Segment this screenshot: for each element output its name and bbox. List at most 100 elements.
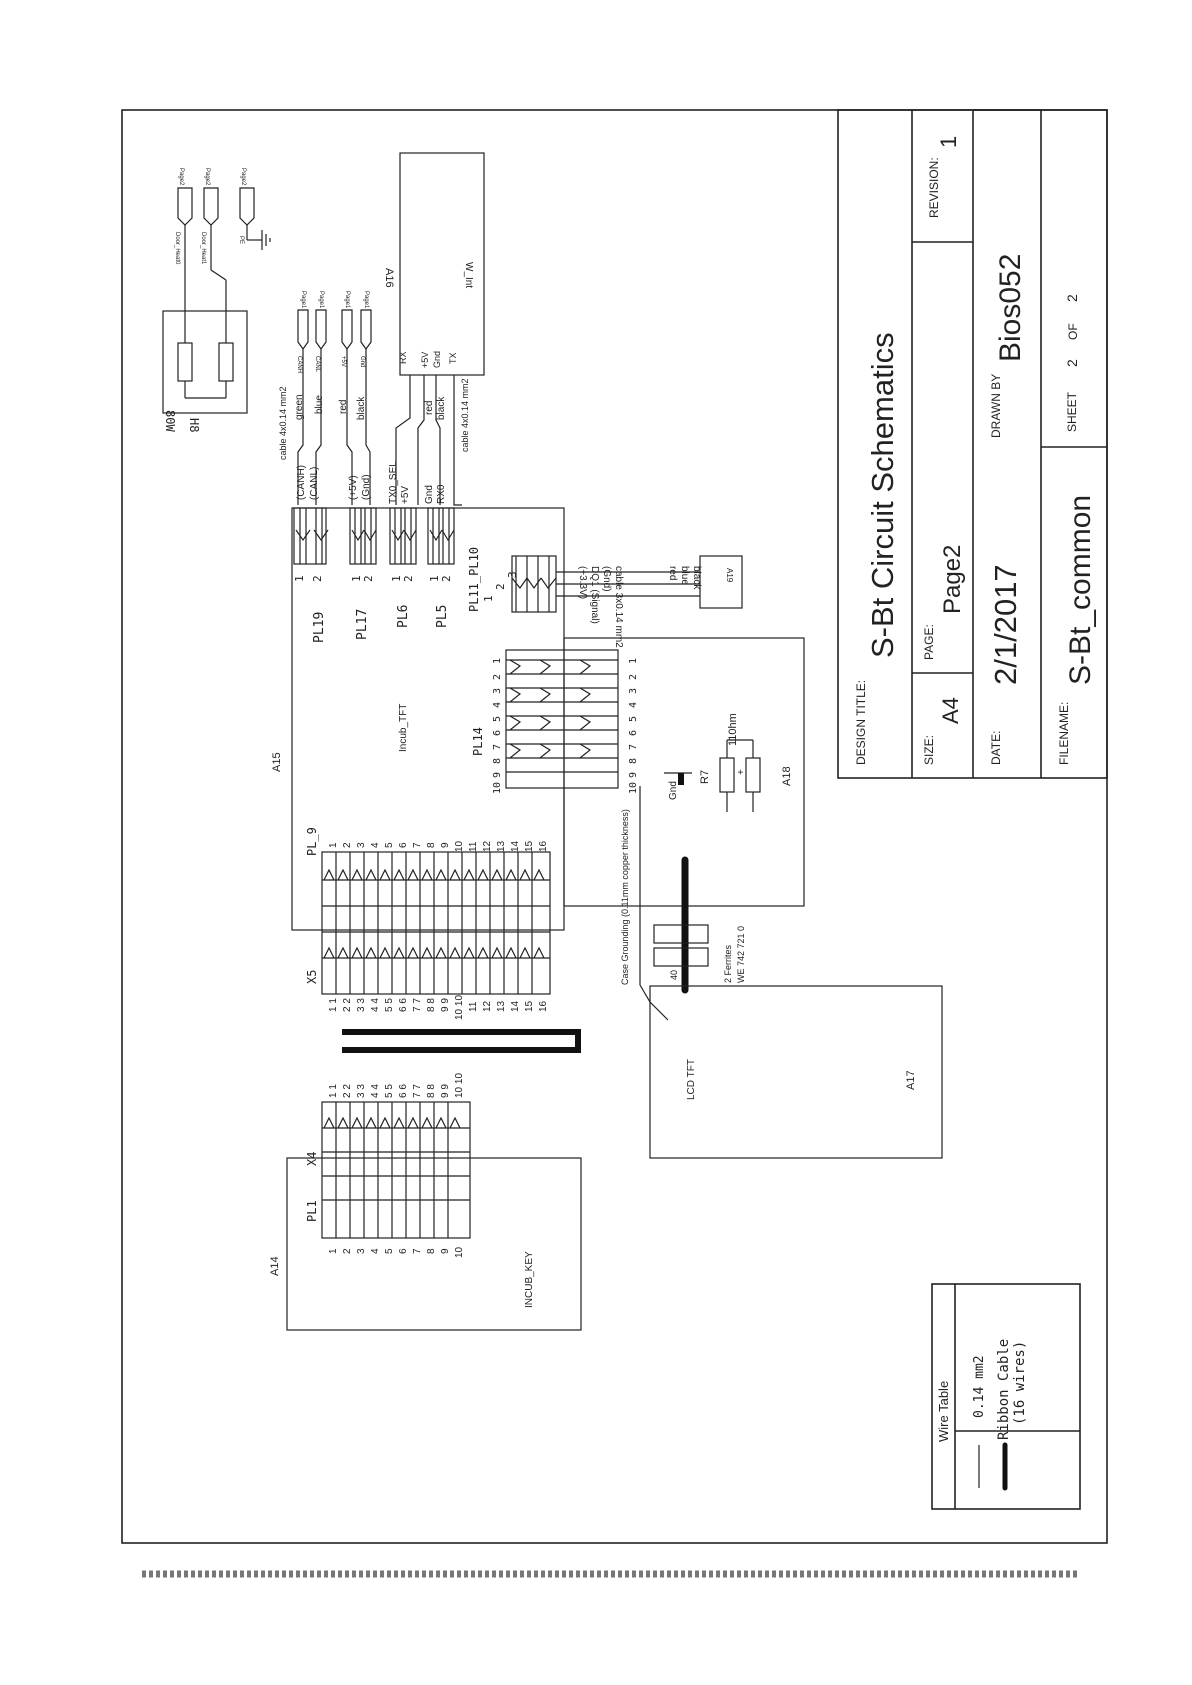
page1-flags: Page1 Page1 Page1 Page1 CANH CANL +5V Gn… <box>278 291 372 505</box>
title-block: DESIGN TITLE: S-Bt Circuit Schematics RE… <box>837 109 1108 779</box>
cable-label-a19: cable 3x0.14 mm2 <box>613 566 624 648</box>
a17-ref: A17 <box>905 1070 917 1090</box>
date-label: DATE: <box>989 731 1003 765</box>
svg-text:6: 6 <box>398 842 409 848</box>
wire-color-red: red <box>424 401 435 415</box>
svg-text:4: 4 <box>628 702 639 708</box>
drawn-by: Bios052 <box>994 254 1027 362</box>
wire-color-blue: blue <box>314 395 325 414</box>
a18-module: A18 1 2 3 4 5 6 7 8 9 10 1 2 3 4 5 6 7 8… <box>492 637 805 907</box>
a14-ref: A14 <box>269 1256 281 1276</box>
h8-name: 80W <box>163 410 177 432</box>
svg-text:2: 2 <box>342 1248 353 1254</box>
svg-text:11: 11 <box>468 1001 479 1012</box>
sheet-label: SHEET <box>1065 391 1079 432</box>
svg-text:6 6: 6 6 <box>398 1084 409 1098</box>
wire-color-black: black <box>436 396 447 420</box>
date: 2/1/2017 <box>988 564 1023 685</box>
a15-2pin-connectors: 1 2 1 2 1 2 1 2 <box>293 507 455 582</box>
wire-color-red: red <box>338 400 349 414</box>
h8-heater: 80W H8 Page2 Page2 Page2 Door_Heat0 Door… <box>162 168 271 432</box>
svg-text:5: 5 <box>492 716 503 722</box>
svg-text:1: 1 <box>350 575 363 582</box>
svg-text:10: 10 <box>454 840 465 852</box>
canh-small: CANH <box>296 356 302 373</box>
svg-text:4 4: 4 4 <box>370 1084 381 1098</box>
svg-text:12: 12 <box>482 840 493 852</box>
svg-text:1: 1 <box>328 1248 339 1254</box>
a14-name: INCUB_KEY <box>524 1251 535 1308</box>
page1-ref: Page1 <box>363 291 369 309</box>
a16-wires: cable 4x0.14 mm2 red black <box>395 375 470 506</box>
svg-text:11: 11 <box>468 841 479 852</box>
x5-ref: X5 <box>305 970 319 984</box>
svg-text:2: 2 <box>628 674 639 680</box>
sig-5v: (+5V) <box>348 475 359 500</box>
svg-text:12: 12 <box>482 1000 493 1012</box>
ribbon-cable-wires: (16 wires) <box>1012 1341 1028 1425</box>
svg-text:1 1: 1 1 <box>328 998 339 1012</box>
svg-text:15: 15 <box>524 840 535 852</box>
a19-blue: blue <box>679 566 690 585</box>
cable-label-a16: cable 4x0.14 mm2 <box>460 378 470 452</box>
svg-text:1: 1 <box>390 575 403 582</box>
svg-text:2: 2 <box>492 674 503 680</box>
svg-text:5 5: 5 5 <box>384 998 395 1012</box>
wire-color-green: green <box>294 394 305 420</box>
sig-gnd2: Gnd <box>424 485 435 504</box>
x4-connector: X4 1 1 2 2 3 3 4 4 5 5 6 6 7 7 8 8 9 9 1… <box>305 1073 471 1239</box>
a15-ref: A15 <box>271 752 283 772</box>
a17-name: LCD TFT <box>686 1059 697 1100</box>
a16-5v: +5V <box>420 352 430 368</box>
a19-black: black <box>691 566 702 590</box>
connector-pl9: PL_9 <box>305 827 319 856</box>
svg-text:1: 1 <box>293 575 306 582</box>
svg-text:2: 2 <box>440 575 453 582</box>
svg-text:1 1: 1 1 <box>328 1084 339 1098</box>
ferrite-part: WE 742 721 0 <box>736 926 746 983</box>
r7-label: R7 <box>699 770 711 784</box>
connector-pl19: PL19 <box>312 612 327 643</box>
pe-label: PE <box>238 236 244 244</box>
page1-ref: Page1 <box>344 291 350 309</box>
svg-text:3 3: 3 3 <box>356 998 367 1012</box>
thin-wire-label: 0.14 mm2 <box>972 1355 987 1418</box>
svg-text:9: 9 <box>440 842 451 848</box>
svg-text:4 4: 4 4 <box>370 998 381 1012</box>
door-heat1-label: Door_Heat1 <box>200 232 206 265</box>
page1-ref: Page1 <box>318 291 324 309</box>
a19-33v: (+3.3V) <box>577 566 588 599</box>
svg-text:3: 3 <box>492 688 503 694</box>
ferrites-label: 2 Ferrites <box>723 944 733 983</box>
svg-text:10: 10 <box>628 782 639 794</box>
svg-text:14: 14 <box>510 840 521 852</box>
sig-plus5v: +5V <box>400 486 411 504</box>
svg-text:7 7: 7 7 <box>412 1084 423 1098</box>
wire-table: Wire Table 0.14 mm2 Ribbon Cable (16 wir… <box>931 1283 1081 1510</box>
svg-text:9: 9 <box>492 772 503 778</box>
svg-text:13: 13 <box>496 840 507 852</box>
sig-rx0: RX0 <box>436 484 447 504</box>
svg-text:6: 6 <box>628 730 639 736</box>
connector-pl6: PL6 <box>396 605 411 628</box>
filename-label: FILENAME: <box>1057 702 1071 765</box>
svg-text:1: 1 <box>492 658 503 664</box>
wire-table-title: Wire Table <box>936 1381 951 1442</box>
a15-name: Incub_TFT <box>398 704 409 752</box>
x4-ref: X4 <box>305 1152 319 1166</box>
svg-text:9 9: 9 9 <box>440 1084 451 1098</box>
svg-text:3: 3 <box>356 1248 367 1254</box>
svg-text:6: 6 <box>398 1248 409 1254</box>
a17-module: LCD TFT A17 <box>649 985 943 1159</box>
size: A4 <box>938 697 963 724</box>
door-heat0-label: Door_Heat0 <box>174 232 180 265</box>
a16-gnd: Gnd <box>432 351 442 368</box>
svg-text:7: 7 <box>492 744 503 750</box>
svg-text:7 7: 7 7 <box>412 998 423 1012</box>
connector-pl17: PL17 <box>355 609 370 640</box>
a16-tx: TX <box>448 352 458 364</box>
svg-text:9: 9 <box>628 772 639 778</box>
svg-text:15: 15 <box>524 1000 535 1012</box>
svg-text:9 9: 9 9 <box>440 998 451 1012</box>
